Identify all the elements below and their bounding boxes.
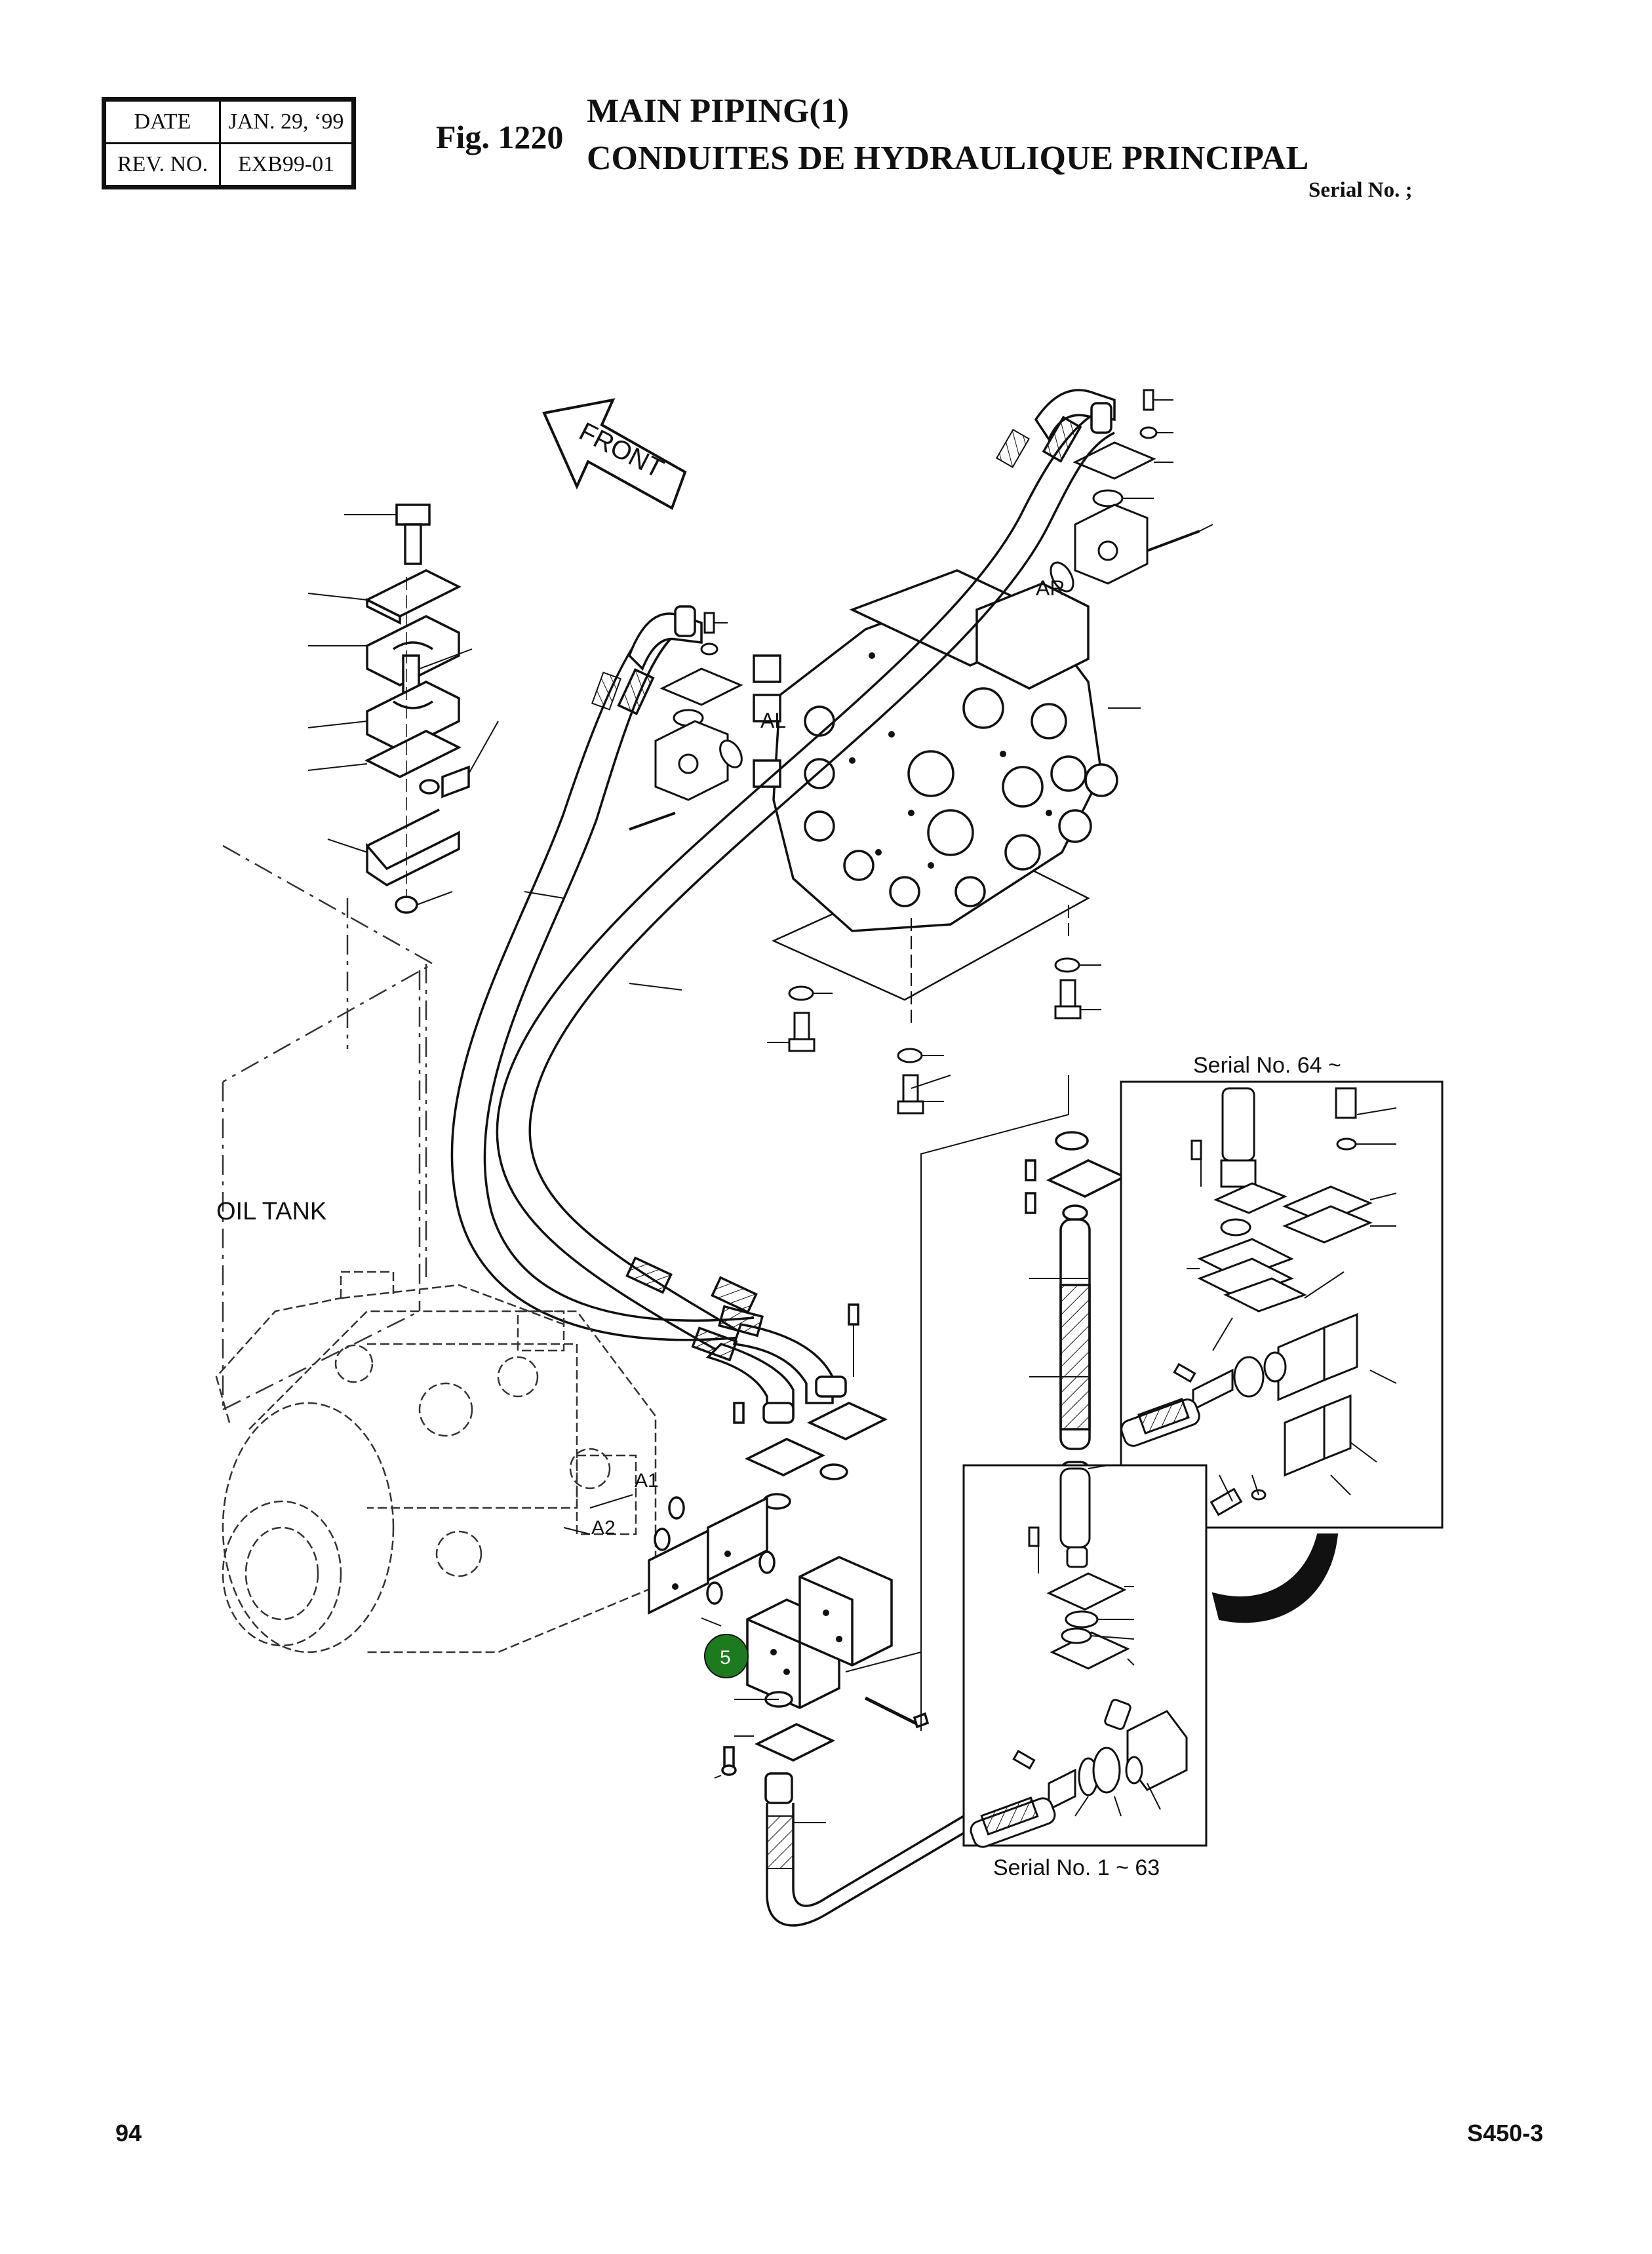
date-value: JAN. 29, ‘99	[219, 100, 353, 144]
callout-5[interactable]: 5	[704, 1634, 749, 1678]
pump-port-leaders	[563, 1494, 633, 1535]
inset-serial-64: Serial No. 64 ~	[1120, 1053, 1444, 1529]
inset-transition-arrow	[1211, 1533, 1339, 1623]
pump-outlet-hose	[766, 1803, 971, 1927]
rev-value: EXB99-01	[219, 142, 353, 187]
oil-tank-label: OIL TANK	[216, 1198, 326, 1225]
rev-label: REV. NO.	[104, 142, 221, 187]
serial-header: Serial No. ;	[1308, 178, 1413, 202]
port-a1-label: A1	[635, 1470, 659, 1492]
lower-hose-hatch	[766, 1815, 794, 1869]
callout-number: 5	[720, 1647, 731, 1669]
revision-table: DATE JAN. 29, ‘99 REV. NO. EXB99-01	[102, 97, 356, 189]
hose-hatching-mid	[591, 428, 1030, 711]
title-french: CONDUITES DE HYDRAULIQUE PRINCIPAL	[587, 140, 1309, 177]
hose-fittings-lower	[625, 1256, 847, 1424]
hose-clamp-assembly	[307, 504, 499, 914]
hydraulic-pump	[215, 1271, 657, 1653]
oil-tank	[222, 844, 435, 1411]
inset-lower-label: Serial No. 1 ~ 63	[993, 1855, 1160, 1880]
port-ar-label: AR	[1036, 576, 1065, 600]
figure-number: Fig. 1220	[436, 119, 564, 155]
model-code: S450-3	[1467, 2120, 1544, 2146]
hose-leaders	[524, 891, 951, 1089]
al-port-flange-assembly	[629, 612, 743, 831]
page-number: 94	[115, 2120, 142, 2146]
hose-fittings-upper	[617, 389, 1116, 715]
port-al-label: AL	[760, 709, 786, 732]
inset-serial-1-63: Serial No. 1 ~ 63	[962, 1464, 1208, 1880]
title-english: MAIN PIPING(1)	[587, 92, 850, 130]
front-arrow: FRONT	[542, 398, 687, 510]
main-control-valve	[753, 569, 1141, 1023]
outlet-leaders	[701, 1617, 826, 1823]
pump-outlet-assembly	[648, 1303, 930, 1804]
valve-mount-hardware	[767, 957, 1101, 1115]
port-a2-label: A2	[591, 1517, 616, 1539]
ar-port-flange-assembly	[1050, 389, 1213, 593]
main-hose-2	[450, 615, 755, 1341]
main-hose-1	[496, 405, 1115, 1365]
inset-upper-label: Serial No. 64 ~	[1193, 1053, 1341, 1078]
callout-circle	[704, 1634, 749, 1678]
date-label: DATE	[104, 100, 221, 144]
